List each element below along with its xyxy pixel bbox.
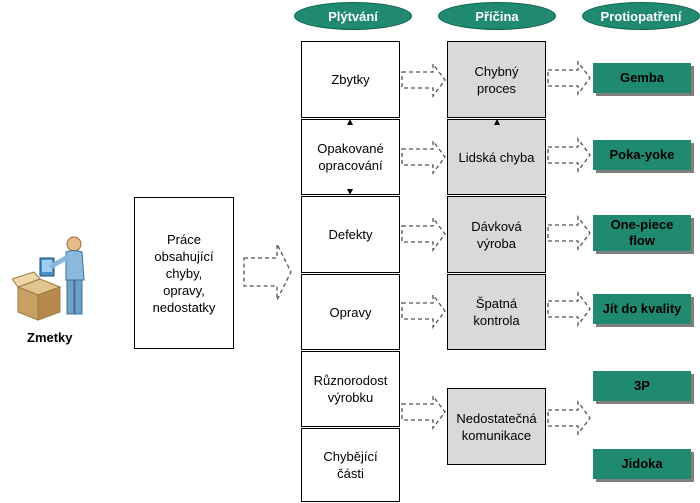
connector-up-waste xyxy=(347,119,353,125)
cause-nedostatecna-komunikace: Nedostatečná komunikace xyxy=(447,388,546,465)
countermeasure-gemba: Gemba xyxy=(593,63,691,93)
waste-item-opravy: Opravy xyxy=(301,274,400,350)
waste-item-chybejici-casti: Chybějící části xyxy=(301,428,400,502)
arrow-waste-to-cause-4 xyxy=(401,394,446,430)
header-waste: Plýtvání xyxy=(294,2,412,30)
countermeasure-jidoka: Jidoka xyxy=(593,449,691,479)
cause-spatna-kontrola: Špatná kontrola xyxy=(447,274,546,350)
countermeasure-jit-do-kvality: Jít do kvality xyxy=(593,294,691,324)
arrow-waste-to-cause-3 xyxy=(401,293,446,329)
source-box: Práce obsahující chyby, opravy, nedostat… xyxy=(134,197,234,349)
waste-item-zbytky: Zbytky xyxy=(301,41,400,118)
countermeasure-poka-yoke: Poka-yoke xyxy=(593,140,691,170)
arrow-source-to-waste xyxy=(243,243,292,301)
waste-item-opakovane-opracovani: Opakované opracování xyxy=(301,119,400,195)
arrow-cause-to-cm-0 xyxy=(547,60,591,96)
countermeasure-one-piece-flow: One-piece flow xyxy=(593,215,691,251)
arrow-cause-to-cm-4 xyxy=(547,400,591,436)
arrow-waste-to-cause-1 xyxy=(401,139,446,175)
person-label: Zmetky xyxy=(27,330,73,345)
cause-lidska-chyba: Lidská chyba xyxy=(447,119,546,195)
arrow-cause-to-cm-3 xyxy=(547,291,591,327)
worker-with-box-icon xyxy=(12,236,85,321)
waste-item-defekty: Defekty xyxy=(301,196,400,273)
cause-davkova-vyroba: Dávková výroba xyxy=(447,196,546,273)
arrow-waste-to-cause-2 xyxy=(401,216,446,252)
arrow-cause-to-cm-2 xyxy=(547,215,591,251)
connector-up-cause xyxy=(494,119,500,125)
connector-down-waste xyxy=(347,189,353,195)
cause-chybny-proces: Chybný proces xyxy=(447,41,546,118)
countermeasure-3p: 3P xyxy=(593,371,691,401)
arrow-cause-to-cm-1 xyxy=(547,137,591,173)
arrow-waste-to-cause-0 xyxy=(401,62,446,98)
header-cause: Příčina xyxy=(438,2,556,30)
waste-item-ruznorodost-vyrobku: Různorodost výrobku xyxy=(301,351,400,427)
header-countermeasure: Protiopatření xyxy=(582,2,700,30)
